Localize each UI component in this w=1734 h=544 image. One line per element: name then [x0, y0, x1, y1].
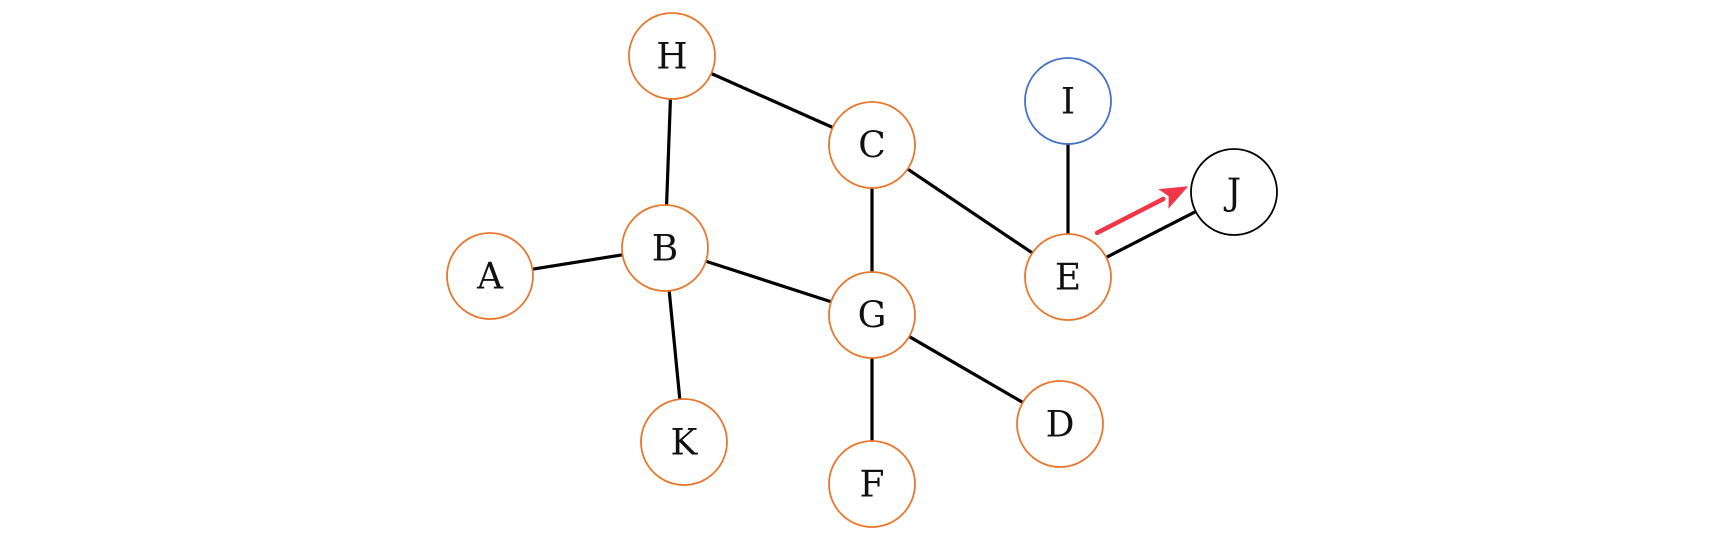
node-circle — [628, 12, 716, 100]
node-circle — [1024, 57, 1112, 145]
node-label: K — [671, 423, 699, 464]
edge-c-e — [906, 167, 1034, 255]
edge-g-d — [908, 335, 1024, 404]
node-label: D — [1046, 405, 1075, 446]
arrow-head — [1158, 186, 1189, 209]
node-b: B — [621, 204, 709, 292]
node-c: C — [828, 101, 916, 189]
edge-h-b — [664, 98, 673, 206]
arrow-layer — [1094, 186, 1189, 236]
nodes-layer: H C I J A B G E K D F — [446, 12, 1278, 528]
node-circle — [828, 101, 916, 189]
node-j: J — [1190, 148, 1278, 236]
node-label: J — [1223, 173, 1241, 214]
node-label: B — [652, 229, 678, 270]
traversal-arrow — [1094, 186, 1189, 236]
node-circle — [1190, 148, 1278, 236]
edge-e-j — [1105, 210, 1197, 259]
node-label: I — [1061, 82, 1075, 123]
node-circle — [828, 271, 916, 359]
edge-h-c — [710, 72, 834, 129]
node-i: I — [1024, 57, 1112, 145]
node-label: H — [656, 37, 687, 78]
node-k: K — [640, 398, 728, 486]
node-circle — [621, 204, 709, 292]
node-e: E — [1024, 233, 1112, 321]
edge-b-g — [705, 259, 832, 304]
node-label: F — [860, 465, 885, 506]
edges-layer — [532, 72, 1197, 441]
node-d: D — [1016, 380, 1104, 468]
node-circle — [640, 398, 728, 486]
node-circle — [1016, 380, 1104, 468]
node-g: G — [828, 271, 916, 359]
node-label: C — [858, 126, 886, 167]
node-label: E — [1055, 258, 1081, 299]
node-f: F — [828, 440, 916, 528]
node-circle — [446, 232, 534, 320]
node-label: A — [476, 257, 504, 298]
node-circle — [1024, 233, 1112, 321]
node-a: A — [446, 232, 534, 320]
node-circle — [828, 440, 916, 528]
edge-b-k — [667, 290, 682, 400]
arrow-shaft — [1094, 196, 1166, 236]
node-h: H — [628, 12, 716, 100]
edge-a-b — [532, 253, 623, 271]
node-label: G — [858, 296, 887, 337]
